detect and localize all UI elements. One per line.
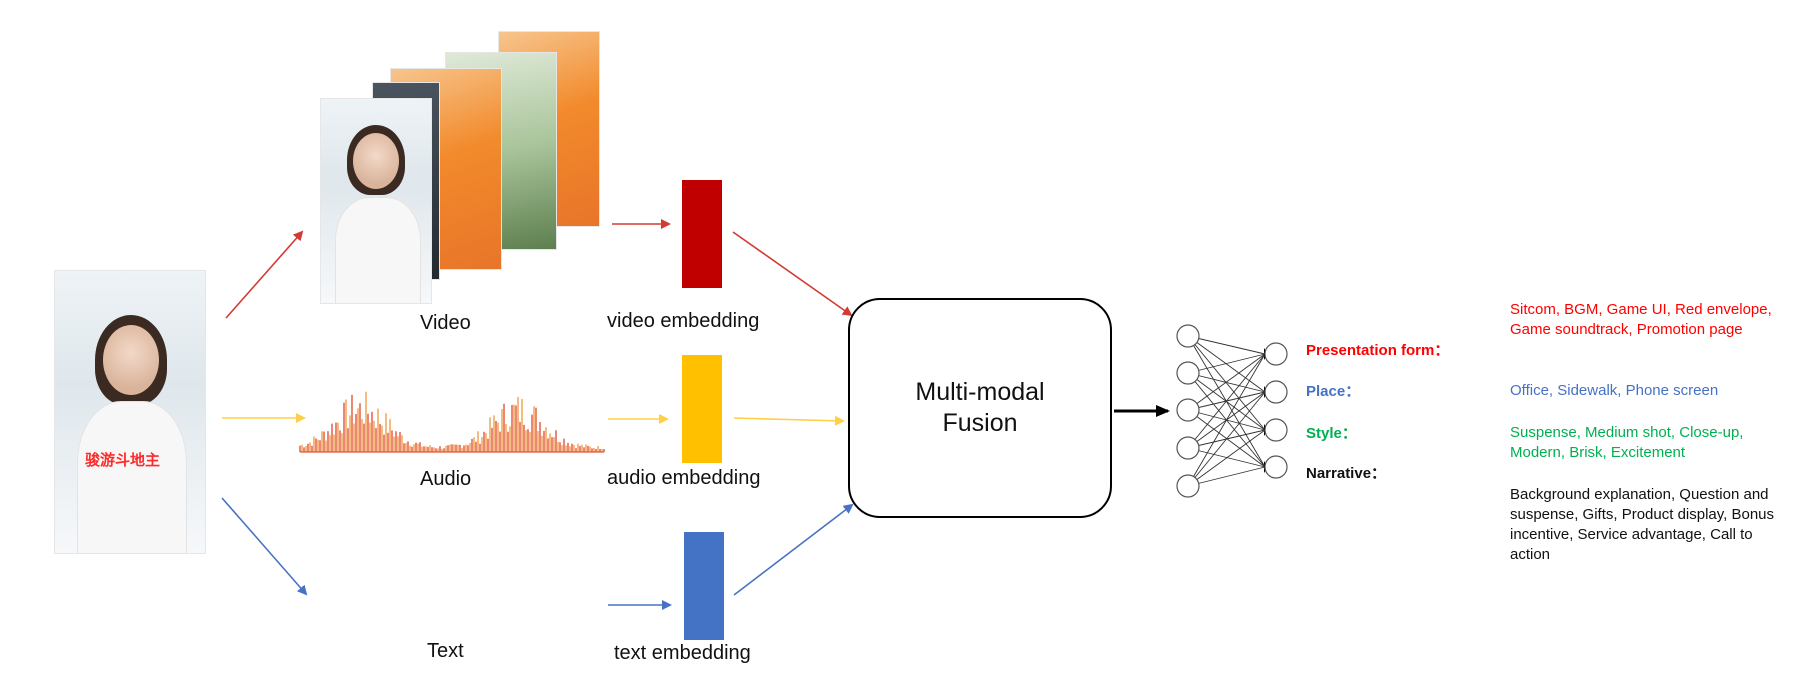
network-edge — [1187, 353, 1266, 449]
arrow-audio-embedding-to-fusion — [733, 415, 845, 426]
arrow-to-video — [225, 230, 304, 319]
category-place: Place： — [1306, 383, 1361, 400]
values-style: Suspense, Medium shot, Close-up, Modern,… — [1510, 424, 1744, 461]
text-embedding-bar — [684, 532, 724, 640]
network-input-node — [1176, 474, 1200, 498]
network-edge — [1187, 335, 1266, 431]
network-edge — [1187, 466, 1266, 487]
fusion-title-line1: Multi-modal — [915, 378, 1045, 406]
network-output-node — [1264, 380, 1288, 404]
source-video-frame: 骏游斗地主 — [54, 270, 206, 554]
neural-network-icon — [1176, 324, 1288, 498]
network-input-node — [1176, 361, 1200, 385]
audio-label: Audio — [420, 468, 472, 490]
text-label: Text — [427, 640, 464, 662]
network-input-node — [1176, 398, 1200, 422]
network-edge — [1187, 391, 1266, 487]
category-style: Style： — [1306, 425, 1357, 442]
category-narrative: Narrative： — [1306, 465, 1387, 482]
category-presentation-form: Presentation form： — [1306, 342, 1450, 359]
network-edge — [1187, 353, 1266, 374]
video-embedding-label: video embedding — [607, 310, 760, 332]
arrow-video-embedding-to-fusion — [732, 231, 853, 317]
network-output-node — [1264, 342, 1288, 366]
audio-embedding-bar — [682, 355, 722, 463]
audio-waveform — [299, 391, 605, 453]
arrow-text-embedding-to-fusion — [733, 503, 854, 596]
audio-embedding-label: audio embedding — [607, 467, 761, 489]
multimodal-fusion-box: Multi-modal Fusion — [848, 298, 1112, 518]
network-edge — [1187, 353, 1266, 487]
network-input-node — [1176, 324, 1200, 348]
network-edge — [1187, 335, 1266, 355]
network-input-node — [1176, 436, 1200, 460]
values-place: Office, Sidewalk, Phone screen — [1510, 382, 1719, 399]
arrow-to-text — [221, 497, 308, 596]
network-edge — [1187, 429, 1266, 487]
text-embedding-label: text embedding — [614, 642, 751, 664]
video-embedding-bar — [682, 180, 722, 288]
video-label: Video — [420, 312, 471, 334]
source-frame-caption: 骏游斗地主 — [85, 452, 161, 469]
network-output-node — [1264, 418, 1288, 442]
network-edge — [1187, 335, 1266, 393]
network-edge — [1187, 353, 1266, 411]
values-presentation-form: Sitcom, BGM, Game UI, Red envelope, Game… — [1510, 301, 1772, 338]
network-output-node — [1264, 455, 1288, 479]
values-narrative: Background explanation, Question and sus… — [1510, 486, 1775, 563]
video-frame-1 — [320, 98, 432, 304]
fusion-title-line2: Fusion — [942, 409, 1018, 437]
